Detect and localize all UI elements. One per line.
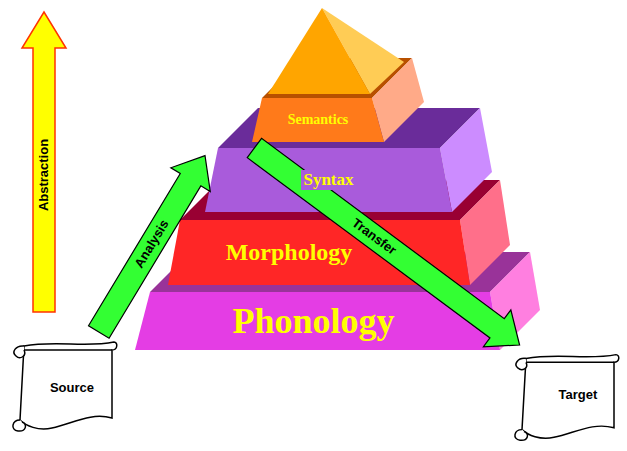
semantics-band: Semantics	[252, 98, 384, 142]
scroll-curl	[14, 346, 25, 358]
scroll-roll-line	[24, 349, 112, 351]
scroll-body	[522, 355, 619, 439]
scroll-label: Source	[50, 381, 94, 396]
scroll-roll-line	[526, 362, 614, 363]
band-label: Semantics	[286, 112, 351, 128]
phonology-band: Phonology	[135, 292, 500, 350]
arrow-label: Analysis	[131, 216, 172, 271]
syntax-band: Syntax	[205, 148, 452, 212]
morphology-band: Morphology	[168, 220, 470, 285]
scroll-curl	[13, 420, 26, 431]
scroll-curl	[516, 358, 527, 369]
abstraction-arrow	[22, 12, 66, 312]
scroll-body	[20, 342, 117, 429]
scroll-curl	[515, 430, 528, 441]
band-label: Phonology	[230, 301, 396, 342]
block-arrow	[89, 156, 211, 339]
band-label: Morphology	[224, 239, 355, 267]
scroll-label: Target	[559, 388, 598, 403]
apex-front	[268, 8, 370, 94]
band-label: Syntax	[301, 170, 355, 190]
arrow-label: Transfer	[348, 215, 399, 258]
axis-label: Abstraction	[37, 138, 51, 212]
semantics-front	[252, 98, 384, 142]
source-scroll: Source	[6, 332, 122, 436]
target-scroll: Target	[508, 345, 624, 445]
